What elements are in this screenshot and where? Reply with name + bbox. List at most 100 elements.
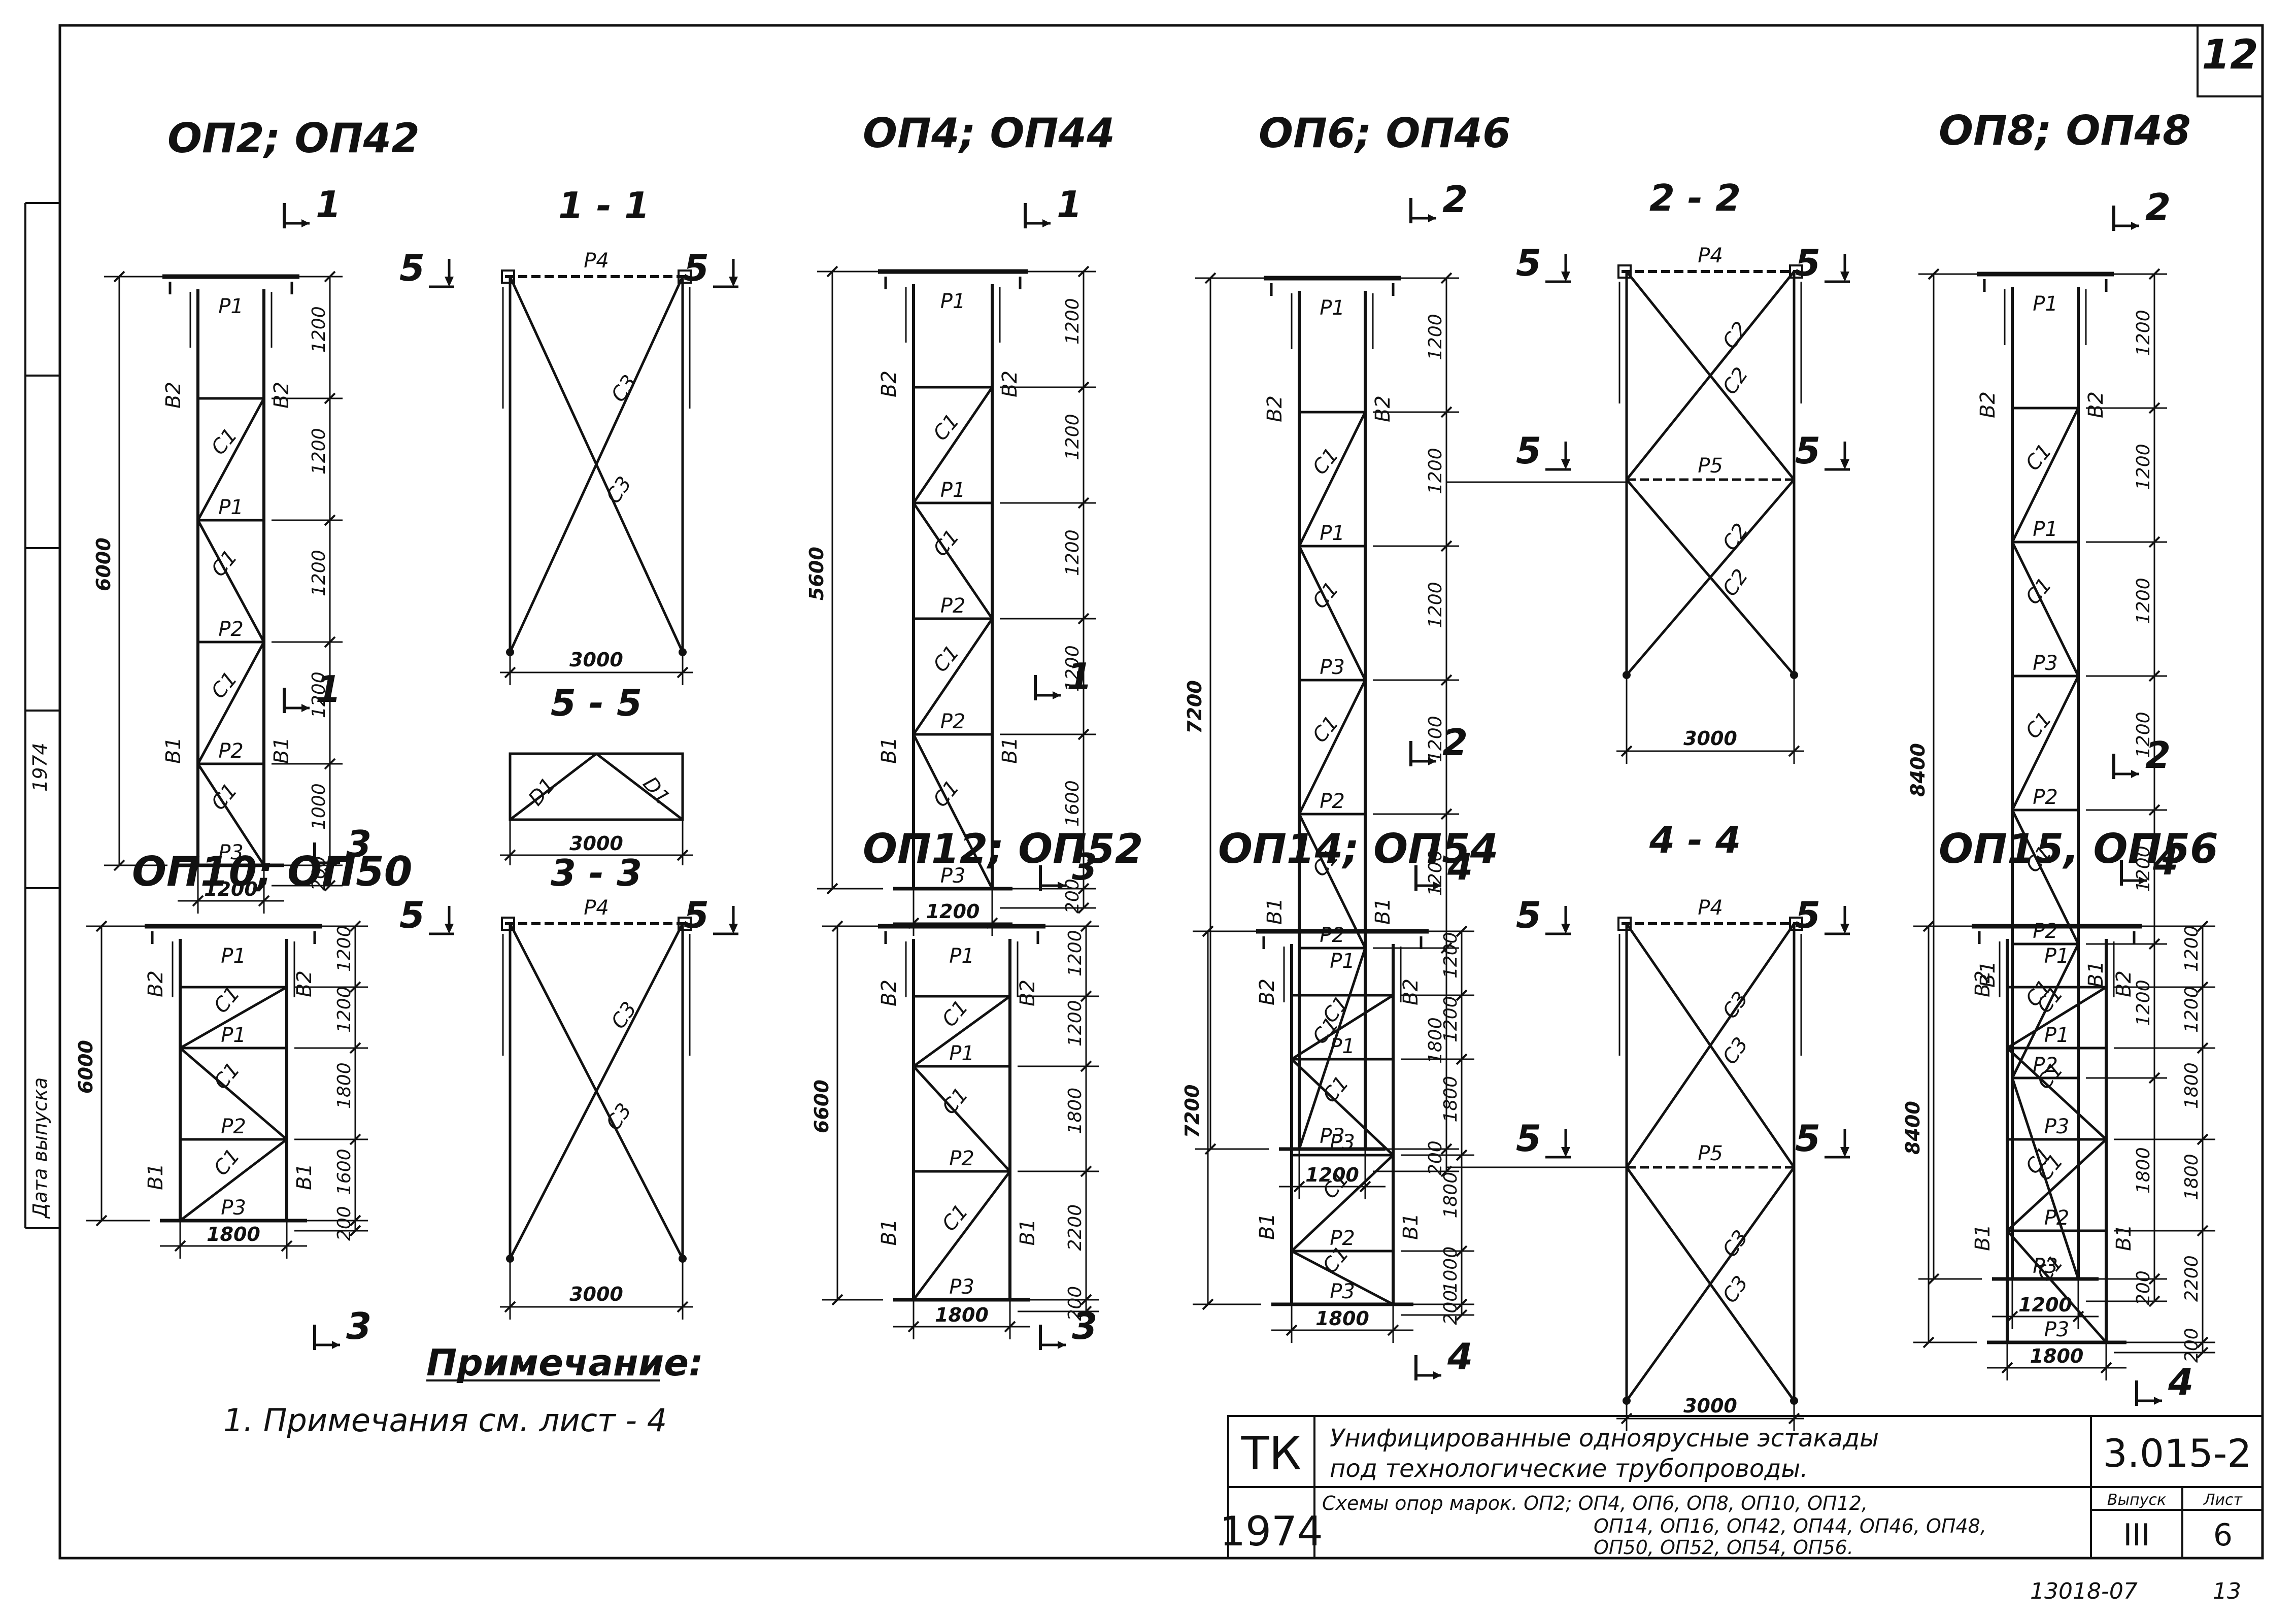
frame-title-op12: ОП12; ОП52 [863, 825, 1143, 872]
cut-mark-head [2131, 222, 2139, 230]
dim-panel: 200 [334, 1206, 355, 1241]
dim-tick [826, 265, 838, 278]
dim-tick [1440, 674, 1453, 686]
frame-strut-label-top: Р1 [949, 945, 974, 968]
frame-column-label-right-lower: В1 [270, 737, 293, 764]
dim-tick [2006, 1310, 2018, 1323]
cut-mark-number: 5 [1795, 1117, 1820, 1160]
frame-title-op8: ОП8; ОП48 [1939, 107, 2191, 154]
section-diagonal-label: С2 [1718, 318, 1753, 353]
cut-mark-number: 1 [1057, 183, 1082, 226]
dim-panel: 1800 [2133, 1147, 2154, 1194]
dim-panel: 1200 [309, 671, 329, 718]
dim-tick [1202, 1298, 1214, 1310]
section-width: 3000 [1683, 727, 1737, 750]
frame-strut-label: Р1 [1320, 522, 1345, 545]
frame-strut-label-top: Р1 [2044, 945, 2070, 968]
cut-mark-head [729, 277, 738, 287]
dim-tick [1456, 989, 1468, 1001]
cut-mark-number: 5 [399, 247, 425, 289]
dim-panel: 1200 [2133, 846, 2154, 892]
frame-strut-label: Р1 [218, 496, 244, 519]
frame-diagonal-label: С1 [937, 1083, 973, 1119]
dim-tick [1456, 1053, 1468, 1065]
section-diagonal-label: С2 [1718, 565, 1753, 600]
dim-tick [324, 880, 336, 892]
dim-panel: 1200 [1062, 645, 1083, 692]
dim-panel: 1800 [2181, 1062, 2202, 1109]
frame-diagonal-label: С1 [209, 1058, 245, 1094]
corner-number-box [2197, 24, 2264, 97]
frame-diagonal [1298, 679, 1367, 815]
frame-diagonal [179, 986, 288, 1050]
dim-panel: 1200 [2181, 986, 2202, 1033]
dim-tick [831, 1294, 843, 1306]
cut-mark-number: 4 [1447, 846, 1473, 888]
frame-diagonal [1291, 994, 1394, 1061]
frame-strut-label: Р3 [1320, 1125, 1345, 1148]
dim-tick [677, 1301, 689, 1313]
frame-strut-label-top: Р1 [940, 290, 966, 313]
frame-strut-label: Р3 [221, 1196, 246, 1220]
dim-tick [907, 1321, 920, 1333]
frame-diagonal [179, 1138, 288, 1222]
dim-width: 1800 [207, 1223, 260, 1245]
frame-diagonal [912, 618, 994, 735]
dim-panel: 1200 [2181, 925, 2202, 972]
section-diagonal [509, 923, 684, 1260]
frame-column-label-right-upper: В2 [2112, 970, 2136, 997]
dim-tick [1620, 1412, 1633, 1425]
frame-strut-label: Р1 [1330, 1035, 1355, 1058]
dim-tick [1080, 1165, 1092, 1177]
frame-diagonal [1298, 411, 1367, 547]
frame-diagonal [196, 519, 265, 643]
frame-strut-label: Р3 [218, 841, 244, 864]
dim-tick [1456, 1149, 1468, 1161]
dim-tick [1440, 808, 1453, 820]
dim-tick [1922, 920, 1935, 932]
dim-tick [1202, 925, 1214, 937]
frame-diagonal [1298, 545, 1367, 681]
dim-tick [2148, 536, 2160, 548]
dim-tick [95, 1215, 108, 1227]
cut-mark-head [1840, 272, 1849, 282]
frame-strut-label: Р3 [2044, 1318, 2070, 1341]
dim-panel: 1800 [1440, 1172, 1461, 1219]
dim-panel: 1200 [1062, 414, 1083, 460]
dim-panel: 1200 [1440, 932, 1461, 979]
dim-tick [1004, 1321, 1016, 1333]
frame-diagonal [1291, 1250, 1394, 1306]
dim-panel: 200 [1065, 1286, 1086, 1321]
cut-mark-number: 2 [2145, 186, 2171, 228]
frame-diagonal [2011, 407, 2080, 543]
dim-panel: 1200 [1065, 1000, 1086, 1047]
dim-panel: 1800 [1065, 1088, 1086, 1134]
dim-tick [349, 1042, 361, 1054]
frame-strut-label: Р2 [949, 1147, 974, 1170]
section-55-diagonal [595, 753, 684, 821]
dim-tick [1440, 1143, 1453, 1155]
frame-diagonal [196, 763, 265, 866]
dim-tick [349, 1133, 361, 1145]
dim-total-height: 6600 [811, 1080, 833, 1133]
dim-panel: 1200 [309, 550, 329, 596]
section-diagonal-label: С3 [607, 998, 641, 1033]
cut-mark-number: 4 [2168, 1361, 2193, 1403]
dim-width: 1200 [2018, 1294, 2072, 1316]
frame-diagonal [913, 1170, 1011, 1301]
dim-total-height: 6000 [92, 537, 115, 591]
section-diagonal [1626, 271, 1795, 481]
dim-panel: 1200 [2133, 712, 2154, 758]
frame-column-label-right-lower: В1 [998, 737, 1022, 764]
tb-name-1: Унифицированные одноярусные эстакады [1330, 1424, 1879, 1453]
cut-mark-number: 5 [684, 894, 709, 936]
frame-column-label-left-lower: В1 [1263, 898, 1287, 925]
section-title-4-4: 4 - 4 [1649, 819, 1741, 861]
frame-strut-label: Р1 [949, 1042, 974, 1065]
frame-diagonal-label: С1 [929, 776, 964, 812]
side-year: 1974 [29, 743, 51, 792]
tb-issue: III [2123, 1517, 2150, 1553]
